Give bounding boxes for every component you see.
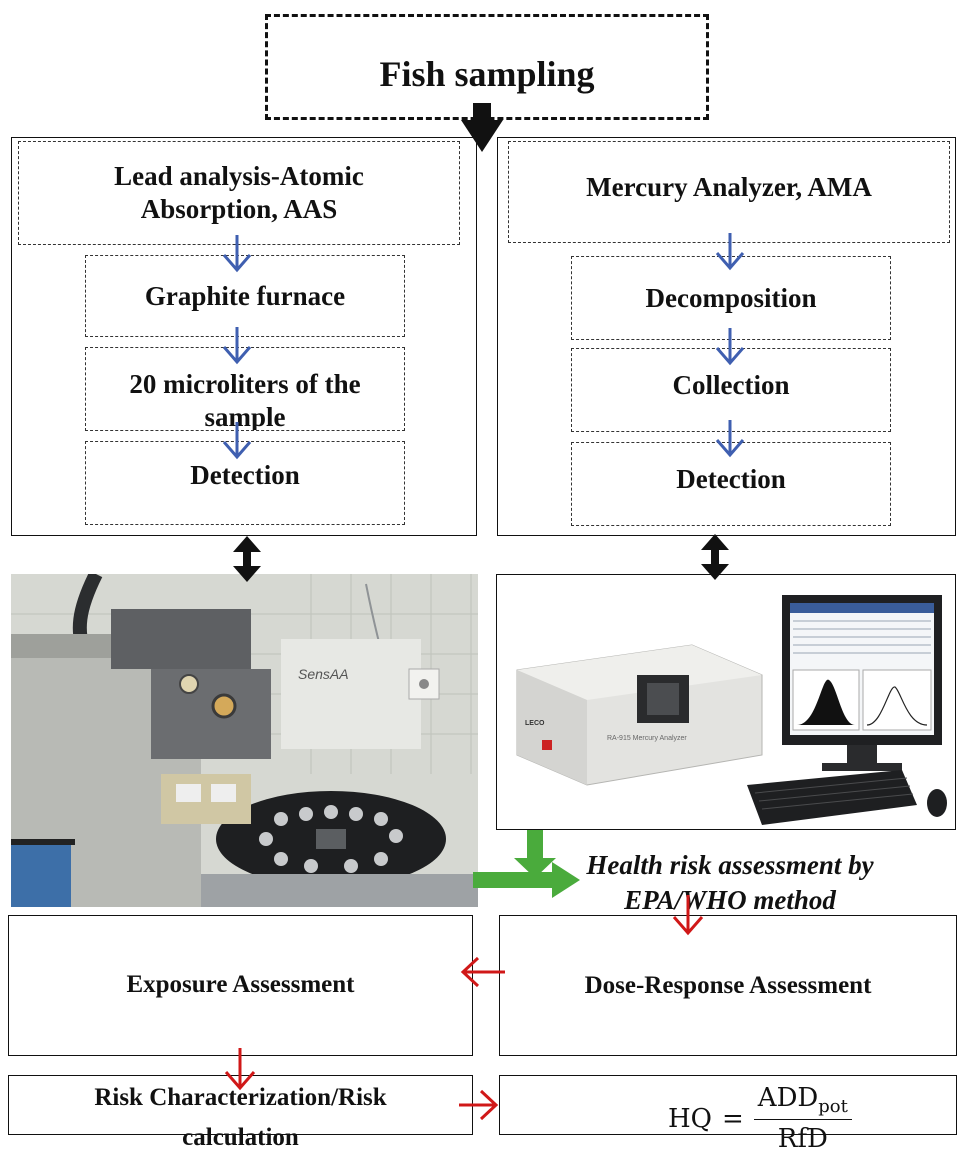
mercury-step-collection-text: Collection bbox=[672, 369, 790, 400]
health-green-arrow bbox=[473, 830, 580, 898]
leco-brand: LECO bbox=[525, 720, 545, 727]
mercury-double-arrow bbox=[701, 534, 729, 580]
mercury-header-text: Mercury Analyzer, AMA bbox=[586, 171, 872, 202]
lead-step-microliters-text: 20 microliters of the sample bbox=[129, 369, 361, 431]
exposure-assessment-text: Exposure Assessment bbox=[126, 970, 355, 998]
health-risk-line1: Health risk assessment by bbox=[586, 850, 874, 880]
aas-instrument-photo: SensAA bbox=[11, 574, 478, 907]
mercury-step-decomposition: Decomposition bbox=[571, 256, 891, 340]
dose-response-text: Dose-Response Assessment bbox=[584, 971, 872, 999]
mercury-header-box: Mercury Analyzer, AMA bbox=[508, 141, 950, 243]
lead-step-graphite-text: Graphite furnace bbox=[144, 280, 346, 311]
lead-double-arrow bbox=[233, 536, 261, 582]
dose-response-box: Dose-Response Assessment bbox=[499, 915, 957, 1056]
lead-header-text: Lead analysis-Atomic Absorption, AAS bbox=[114, 161, 364, 224]
hq-lhs: HQ bbox=[668, 1103, 712, 1134]
lead-header-box: Lead analysis-Atomic Absorption, AAS bbox=[18, 141, 460, 245]
lead-step-graphite: Graphite furnace bbox=[85, 255, 405, 337]
red-arrows bbox=[224, 895, 704, 1121]
mercury-blue-arrows bbox=[715, 233, 745, 458]
mercury-step-detection-text: Detection bbox=[676, 463, 786, 494]
health-risk-line2: EPA/WHO method bbox=[624, 885, 836, 915]
fish-sampling-title: Fish sampling bbox=[379, 54, 595, 94]
hq-equals: = bbox=[722, 1103, 744, 1134]
health-risk-text: Health risk assessment by EPA/WHO method bbox=[530, 848, 930, 918]
hq-numerator: ADD bbox=[757, 1083, 819, 1113]
analyzer-label: RA-915 Mercury Analyzer bbox=[607, 735, 687, 742]
sensaa-label: SensAA bbox=[298, 666, 349, 682]
hq-numerator-sub: pot bbox=[818, 1096, 848, 1118]
fish-sampling-down-arrow bbox=[461, 103, 503, 152]
mercury-analyzer-photo: LECO RA-915 Mercury Analyzer bbox=[496, 574, 956, 830]
lead-step-detection: Detection bbox=[85, 441, 405, 525]
lead-step-microliters: 20 microliters of the sample bbox=[85, 347, 405, 431]
lead-blue-arrows bbox=[222, 235, 252, 460]
lead-step-detection-text: Detection bbox=[190, 459, 300, 490]
hq-formula-box: HQ = ADDpot RfD bbox=[499, 1075, 957, 1154]
mercury-step-decomposition-text: Decomposition bbox=[645, 282, 817, 313]
